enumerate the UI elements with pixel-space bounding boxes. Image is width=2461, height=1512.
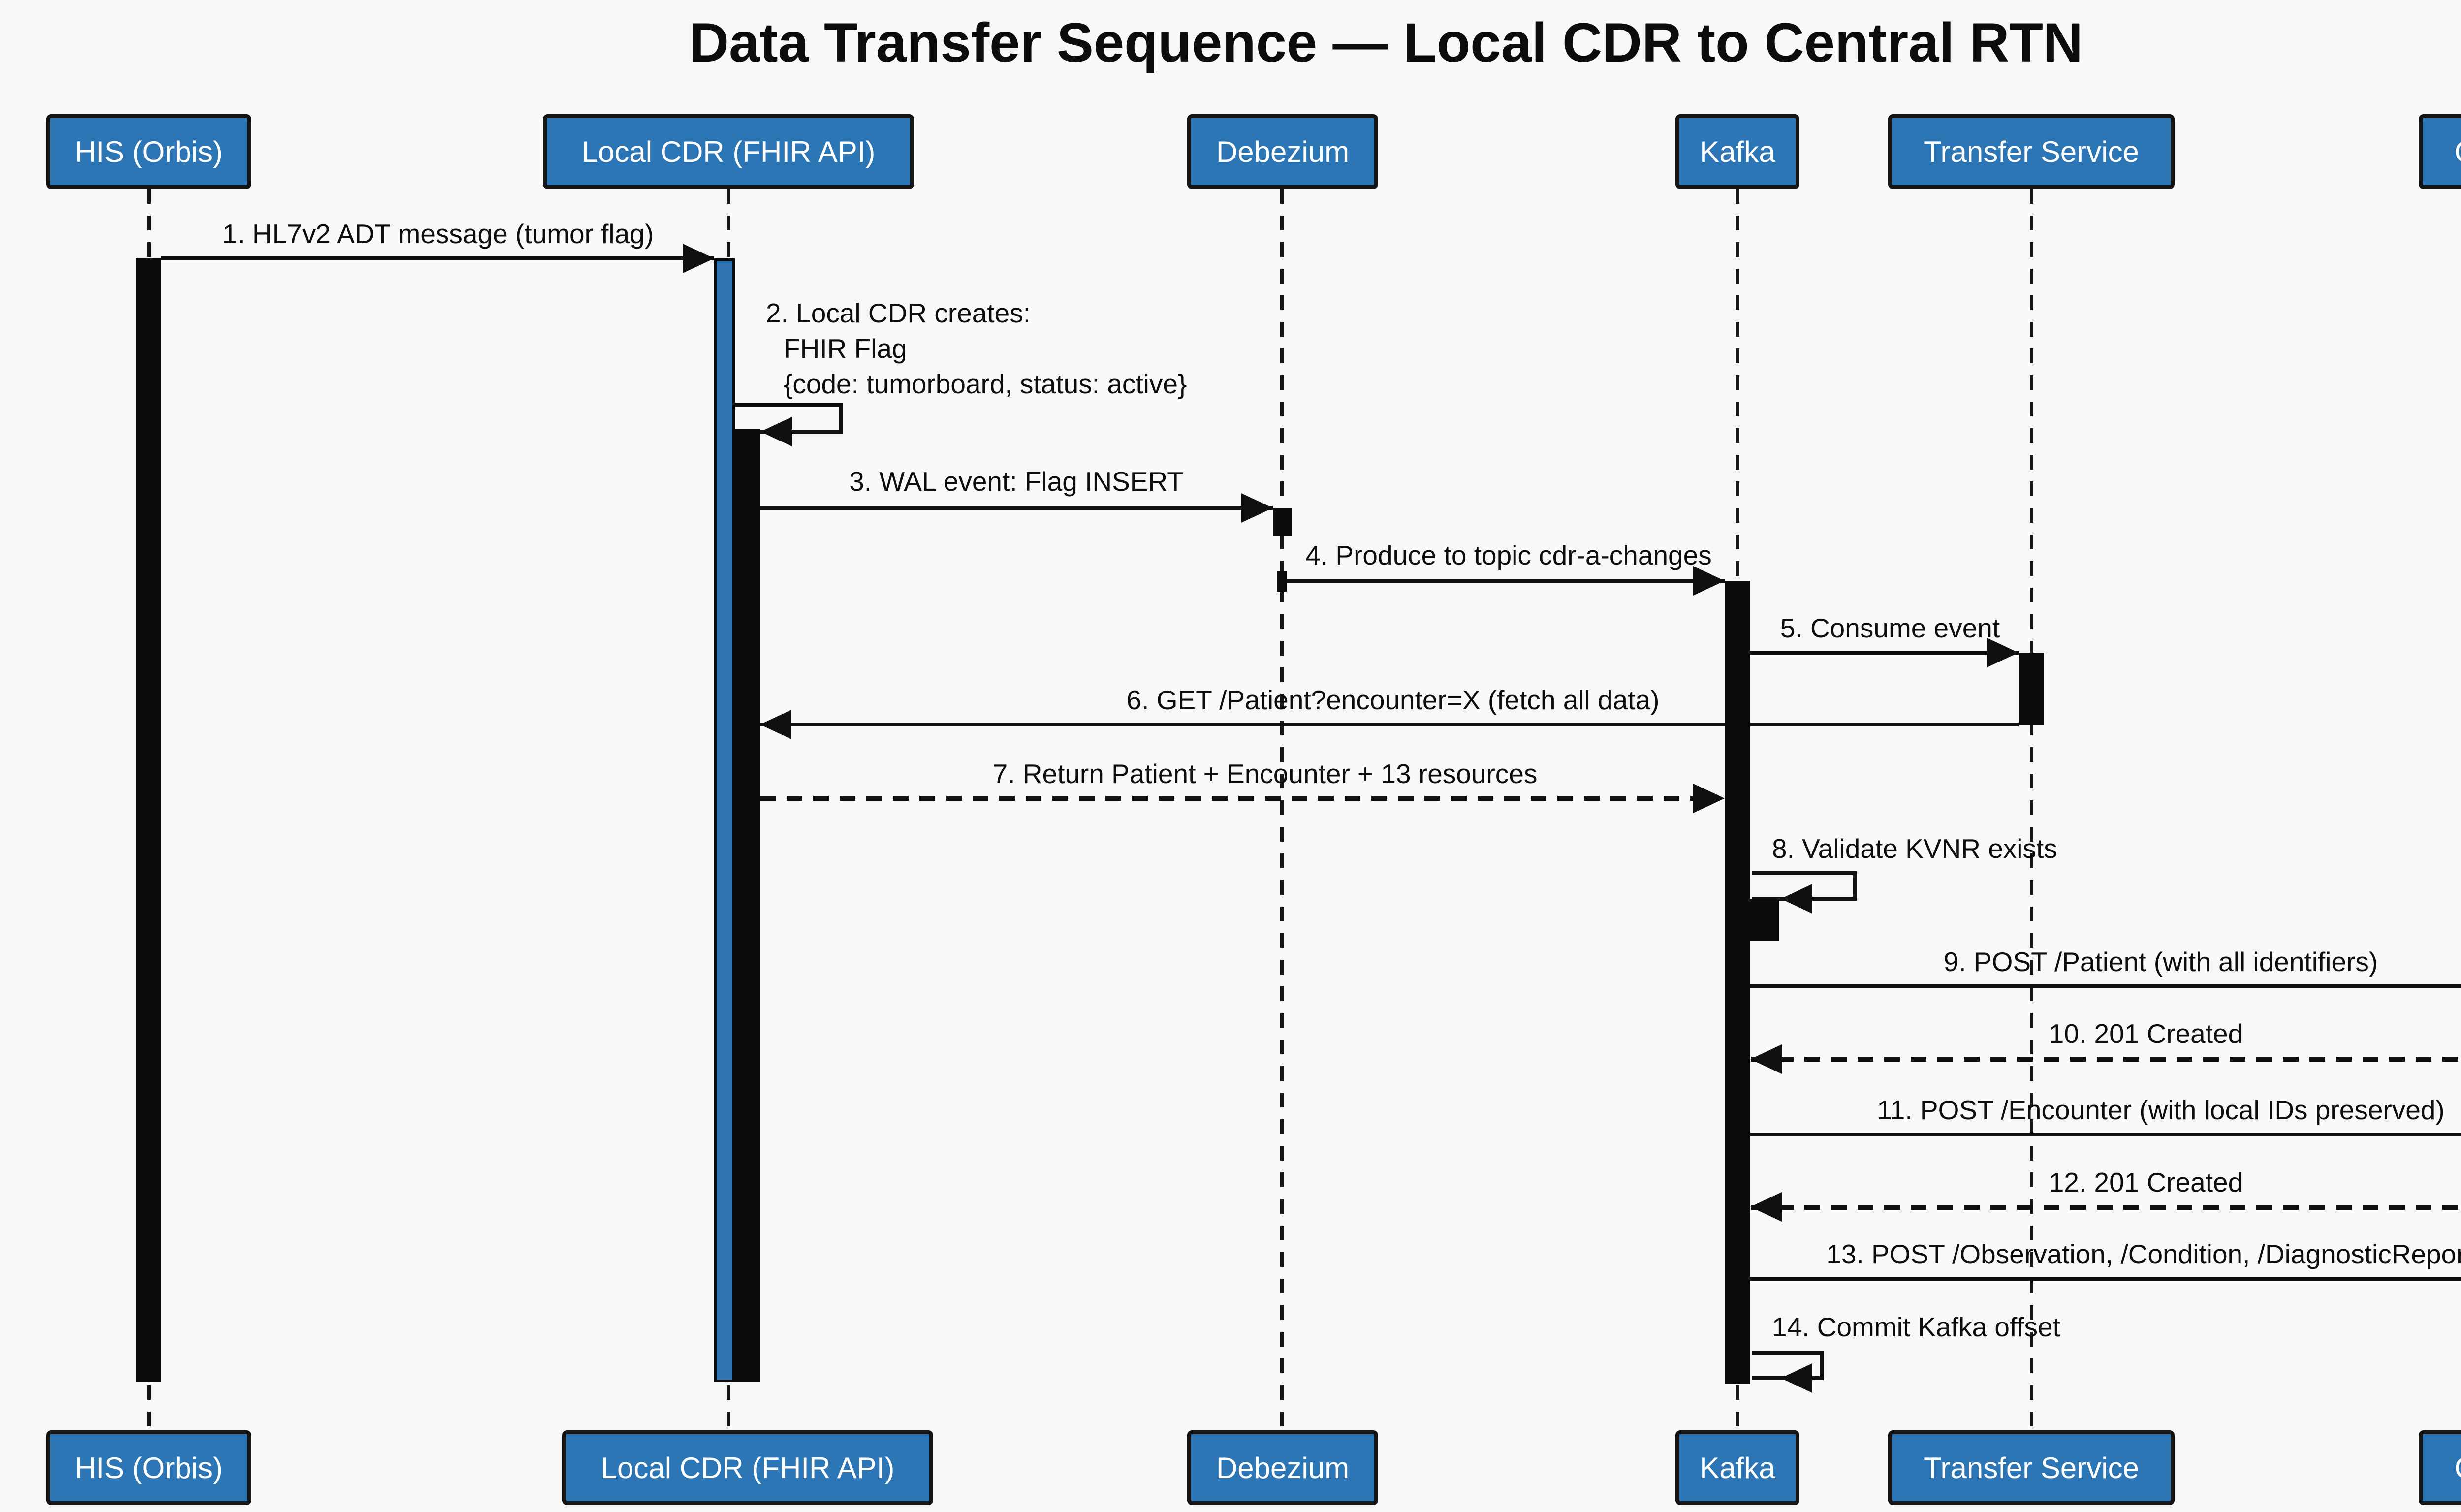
actor-top-transfer-service: Transfer Service: [1888, 114, 2175, 189]
actor-top-debezium: Debezium: [1187, 114, 1378, 189]
message-6-arrowhead-icon: [760, 710, 791, 739]
activation-kafka: [1725, 581, 1750, 1384]
activation-his: [136, 258, 161, 1382]
message-2-line3: {code: tumorboard, status: active}: [784, 369, 1187, 399]
actor-label: Kafka: [1700, 135, 1775, 168]
message-2-line1: 2. Local CDR creates:: [766, 298, 1031, 328]
message-9-label: 9. POST /Patient (with all identifiers): [1943, 946, 2378, 977]
message-12-arrowhead-icon: [1750, 1192, 1782, 1222]
message-8-label: 8. Validate KVNR exists: [1772, 833, 2057, 864]
message-5-label: 5. Consume event: [1780, 613, 2000, 643]
message-13-label: 13. POST /Observation, /Condition, /Diag…: [1826, 1239, 2461, 1269]
message-2-arrowhead-icon: [760, 417, 792, 446]
message-1-label: 1. HL7v2 ADT message (tumor flag): [222, 219, 654, 249]
activation-local-cdr-inner: [733, 429, 760, 1382]
message-11-line: [1750, 1133, 2461, 1136]
activation-local-cdr-outer: [714, 258, 735, 1382]
actor-bottom-local-cdr: Local CDR (FHIR API): [562, 1430, 933, 1505]
actor-bottom-debezium: Debezium: [1187, 1430, 1378, 1505]
actor-top-his: HIS (Orbis): [46, 114, 251, 189]
message-2-line2: FHIR Flag: [784, 333, 907, 364]
message-1-line: [161, 256, 714, 260]
actor-label: Central CDR (RTN): [2455, 135, 2461, 169]
actor-label: HIS (Orbis): [75, 1451, 222, 1484]
actor-label: Debezium: [1216, 135, 1350, 168]
message-8-arrowhead-icon: [1781, 884, 1812, 914]
message-11-label: 11. POST /Encounter (with local IDs pres…: [1877, 1095, 2445, 1125]
message-9-line: [1750, 984, 2461, 988]
actor-label: HIS (Orbis): [75, 135, 222, 168]
message-3-arrowhead-icon: [1241, 493, 1273, 523]
message-6-line: [760, 723, 2019, 726]
activation-transfer-service: [2019, 653, 2044, 724]
actor-label: Local CDR (FHIR API): [600, 1451, 895, 1484]
activation-debezium-send-tick: [1277, 571, 1287, 592]
actor-top-central-cdr: Central CDR (RTN): [2419, 114, 2461, 189]
actor-bottom-transfer-service: Transfer Service: [1888, 1430, 2175, 1505]
message-3-line: [760, 506, 1273, 510]
actor-top-kafka: Kafka: [1675, 114, 1799, 189]
message-7-line: [760, 796, 1693, 801]
message-6-label: 6. GET /Patient?encounter=X (fetch all d…: [1126, 685, 1660, 715]
actor-bottom-kafka: Kafka: [1675, 1430, 1799, 1505]
message-10-line: [1751, 1057, 2461, 1062]
message-4-label: 4. Produce to topic cdr-a-changes: [1305, 540, 1712, 570]
actor-label: Debezium: [1216, 1451, 1350, 1484]
message-5-arrowhead-icon: [1987, 638, 2019, 667]
diagram-title: Data Transfer Sequence — Local CDR to Ce…: [689, 12, 2083, 73]
actor-top-local-cdr: Local CDR (FHIR API): [543, 114, 914, 189]
activation-kafka-nested: [1750, 899, 1779, 941]
message-7-label: 7. Return Patient + Encounter + 13 resou…: [992, 758, 1538, 789]
actor-label: Kafka: [1700, 1451, 1775, 1484]
message-13-line: [1750, 1277, 2461, 1281]
message-14-label: 14. Commit Kafka offset: [1772, 1312, 2060, 1342]
actor-label: Transfer Service: [1924, 1451, 2139, 1484]
message-14-arrowhead-icon: [1781, 1363, 1812, 1393]
lifeline-transfer-service: [2030, 189, 2033, 1430]
message-5-line: [1750, 651, 2019, 655]
actor-label: Local CDR (FHIR API): [581, 135, 876, 168]
message-10-label: 10. 201 Created: [2049, 1018, 2243, 1049]
message-7-arrowhead-icon: [1693, 784, 1725, 813]
message-4-arrowhead-icon: [1693, 566, 1725, 596]
actor-label: Transfer Service: [1924, 135, 2139, 168]
message-2-label: 2. Local CDR creates: FHIR Flag {code: t…: [766, 295, 1187, 402]
lifeline-debezium: [1280, 189, 1284, 1430]
message-12-label: 12. 201 Created: [2049, 1167, 2243, 1197]
actor-label: Central CDR (RTN): [2455, 1451, 2461, 1485]
message-3-label: 3. WAL event: Flag INSERT: [849, 466, 1184, 497]
message-1-arrowhead-icon: [683, 244, 714, 273]
actor-bottom-central-cdr: Central CDR (RTN): [2419, 1430, 2461, 1505]
actor-bottom-his: HIS (Orbis): [46, 1430, 251, 1505]
message-10-arrowhead-icon: [1750, 1044, 1782, 1074]
message-4-line: [1282, 579, 1725, 583]
activation-debezium: [1273, 508, 1292, 536]
message-12-line: [1751, 1205, 2461, 1210]
